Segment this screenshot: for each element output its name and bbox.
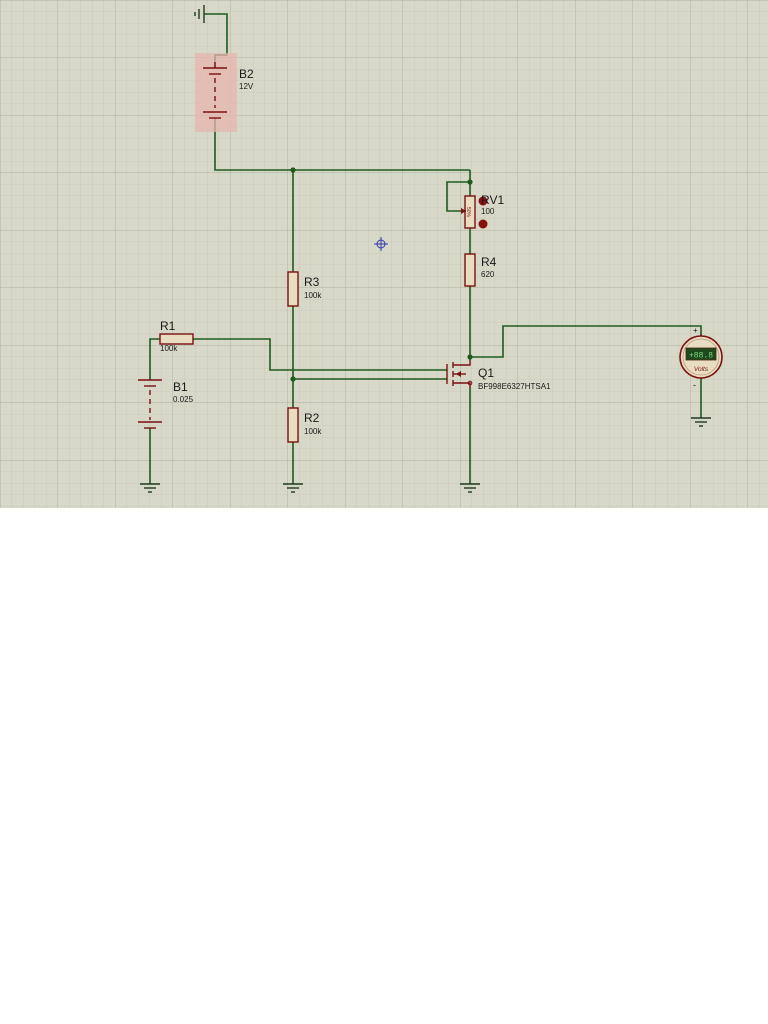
resistor-r3[interactable]: R3 100k xyxy=(287,271,322,307)
pot-decrease-button[interactable] xyxy=(478,219,488,229)
voltmeter-reading: +88.8 xyxy=(689,352,713,361)
voltmeter-unit: Volts xyxy=(694,366,709,373)
r1-value: 100k xyxy=(160,344,178,353)
junctions xyxy=(290,167,473,382)
voltmeter-minus-terminal: - xyxy=(693,380,696,390)
mosfet-icon xyxy=(446,360,473,388)
resistor-icon xyxy=(159,333,194,345)
voltmeter-icon xyxy=(679,334,723,379)
b1-ref: B1 xyxy=(173,380,188,394)
r3-value: 100k xyxy=(304,291,322,300)
resistor-icon xyxy=(287,271,299,307)
rv1-value: 100 xyxy=(481,207,495,216)
b2-value: 12V xyxy=(239,82,254,91)
pot-increase-button[interactable] xyxy=(478,196,488,206)
r4-value: 620 xyxy=(481,270,495,279)
selection-highlight xyxy=(195,53,237,132)
potentiometer-rv1[interactable]: 50% RV1 100 xyxy=(461,193,504,229)
ground-icon xyxy=(140,5,711,493)
potentiometer-icon: 50% xyxy=(461,195,476,229)
resistor-r4[interactable]: R4 620 xyxy=(464,253,497,287)
battery-icon xyxy=(138,379,162,429)
schematic-canvas[interactable]: B2 12V 50% RV1 100 R4 620 R3 100k R2 100… xyxy=(0,0,768,508)
resistor-r1[interactable]: R1 100k xyxy=(159,319,194,353)
mosfet-q1[interactable]: Q1 BF998E6327HTSA1 xyxy=(446,360,551,391)
battery-b2[interactable]: B2 12V xyxy=(195,53,254,132)
b2-ref: B2 xyxy=(239,67,254,81)
r4-ref: R4 xyxy=(481,255,497,269)
schematic-svg[interactable]: B2 12V 50% RV1 100 R4 620 R3 100k R2 100… xyxy=(0,0,768,508)
resistor-icon xyxy=(464,253,476,287)
voltmeter[interactable]: +88.8 Volts + - xyxy=(679,326,723,390)
resistor-icon xyxy=(287,407,299,443)
b1-value: 0.025 xyxy=(173,395,194,404)
battery-b1[interactable]: B1 0.025 xyxy=(138,379,194,429)
battery-icon xyxy=(203,62,227,119)
q1-value: BF998E6327HTSA1 xyxy=(478,382,551,391)
voltmeter-plus-terminal: + xyxy=(693,326,698,335)
r2-ref: R2 xyxy=(304,411,320,425)
r1-ref: R1 xyxy=(160,319,176,333)
svg-text:50%: 50% xyxy=(465,207,471,218)
rv1-ref: RV1 xyxy=(481,193,504,207)
r2-value: 100k xyxy=(304,427,322,436)
r3-ref: R3 xyxy=(304,275,320,289)
resistor-r2[interactable]: R2 100k xyxy=(287,407,322,443)
q1-ref: Q1 xyxy=(478,366,494,380)
crosshair-cursor-icon xyxy=(374,237,388,251)
canvas-grid xyxy=(0,0,768,508)
wires xyxy=(149,13,702,484)
